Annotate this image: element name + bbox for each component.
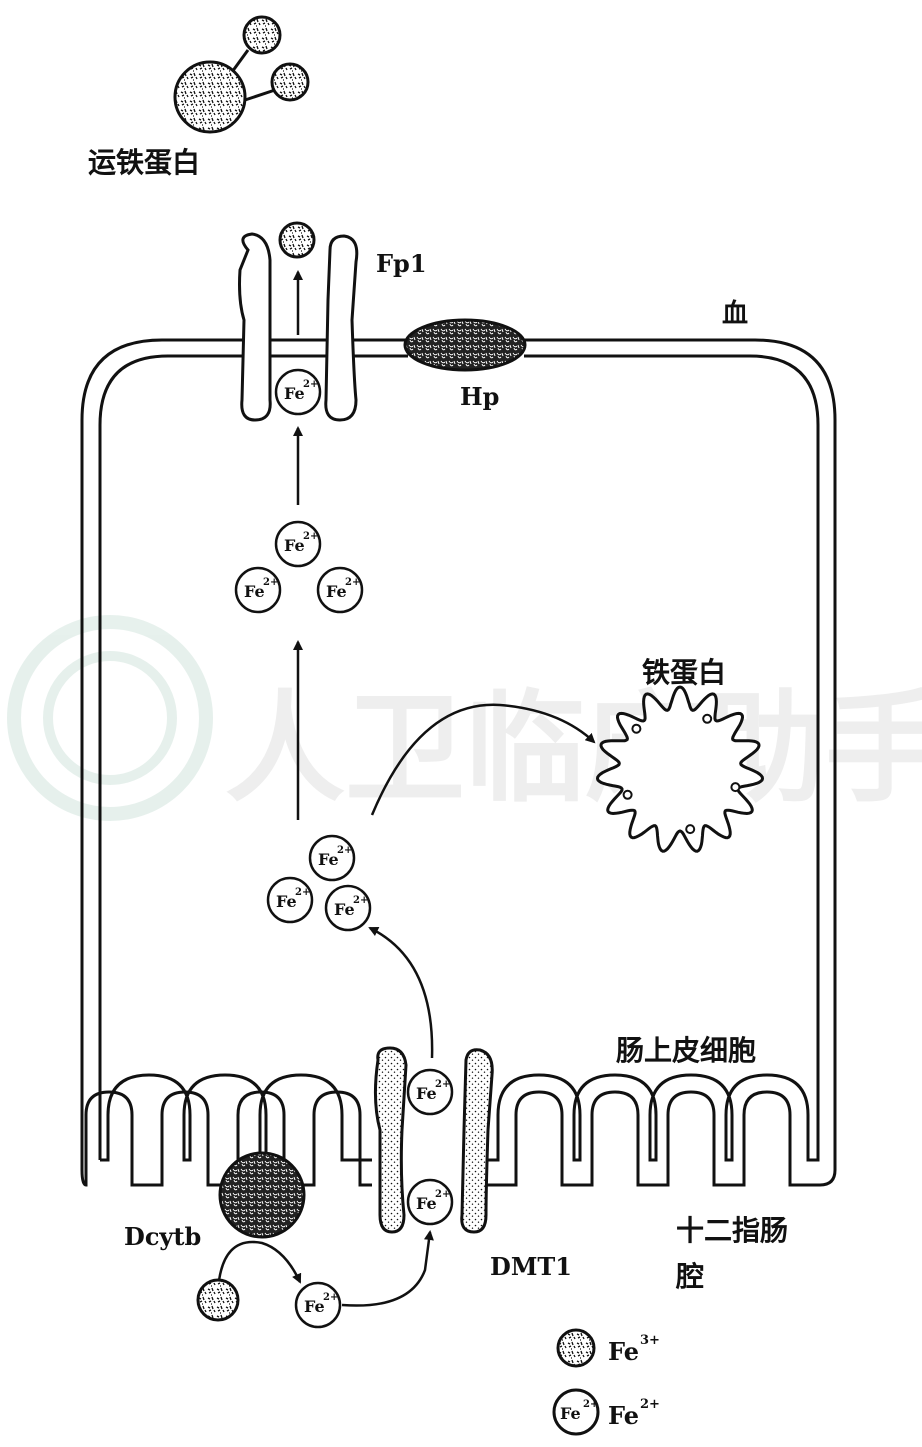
fe2-ion-charge: 2+ — [303, 379, 318, 390]
blood-label: 血 — [722, 299, 748, 329]
transferrin-label: 运铁蛋白 — [88, 146, 200, 179]
fe2-ion: Fe2+ — [406, 1068, 454, 1116]
dcytb-protein — [218, 1151, 306, 1239]
fe2-ion-symbol: Fe — [416, 1194, 437, 1213]
fe2-ion: Fe2+ — [266, 876, 314, 924]
flow-arrows — [216, 270, 596, 1307]
fe2-ion-charge: 2+ — [263, 577, 278, 588]
fe2-ion: Fe2+ — [316, 566, 364, 614]
fe2-ion-charge: 2+ — [323, 1292, 338, 1303]
fe2-ion-symbol: Fe — [276, 892, 297, 911]
fe2-ion-charge: 2+ — [353, 895, 368, 906]
fe2-ion: Fe2+ — [294, 1281, 342, 1329]
enterocyte-label: 肠上皮细胞 — [616, 1034, 756, 1067]
fe2-ion-charge: 2+ — [337, 845, 352, 856]
fe2-ion-symbol: Fe — [334, 900, 355, 919]
fe3-ion-lumen — [196, 1278, 240, 1322]
fe2-ion-symbol: Fe — [244, 582, 265, 601]
fe2-ion-symbol: Fe — [326, 582, 347, 601]
fe2-ion: Fe2+ — [234, 566, 282, 614]
hp-label: Hp — [460, 382, 499, 411]
legend-fe3-label: Fe — [608, 1337, 639, 1366]
cell-membrane — [80, 338, 837, 1187]
fe2-ions: Fe2+Fe2+Fe2+Fe2+Fe2+Fe2+Fe2+Fe2+Fe2+Fe2+ — [234, 368, 454, 1329]
fe2-ion-symbol: Fe — [416, 1084, 437, 1103]
fe3-ion-exported — [278, 221, 316, 259]
legend-fe3-symbol — [556, 1328, 596, 1368]
legend-fe2-charge: 2+ — [640, 1397, 660, 1412]
fp1-transporter — [238, 232, 359, 422]
ferritin-iron-site — [702, 713, 713, 724]
ferritin-iron-site — [622, 789, 633, 800]
hephaestin — [403, 318, 527, 372]
legend-fe2-symbol — [552, 1388, 600, 1436]
svg-text:人卫临床助手: 人卫临床助手 — [225, 680, 922, 819]
legend-fe2-symbol-charge: 2+ — [583, 1399, 598, 1410]
fe2-ion: Fe2+ — [308, 834, 356, 882]
dcytb-label: Dcytb — [124, 1222, 201, 1251]
transferrin-complex — [173, 15, 310, 134]
fe2-ion: Fe2+ — [274, 368, 322, 416]
dmt1-label: DMT1 — [490, 1252, 572, 1281]
legend-fe3-charge: 3+ — [640, 1333, 660, 1348]
fe2-ion-charge: 2+ — [303, 531, 318, 542]
fe2-ion-symbol: Fe — [304, 1297, 325, 1316]
fe2-ion-symbol: Fe — [284, 384, 305, 403]
ferritin-label: 铁蛋白 — [642, 656, 726, 689]
ferritin-iron-site — [631, 723, 642, 734]
fe2-ion-charge: 2+ — [435, 1189, 450, 1200]
fe2-ion-charge: 2+ — [295, 887, 310, 898]
fp1-label: Fp1 — [376, 249, 427, 278]
fe2-ion-symbol: Fe — [318, 850, 339, 869]
legend-fe2-symbol-text: Fe — [560, 1404, 581, 1423]
lumen-label-line2: 腔 — [675, 1260, 704, 1293]
dmt1-transporter — [373, 1046, 494, 1234]
fe2-ion-charge: 2+ — [435, 1079, 450, 1090]
lumen-label-line1: 十二指肠 — [676, 1214, 788, 1247]
fe2-ion-symbol: Fe — [284, 536, 305, 555]
ferritin-iron-site — [685, 824, 696, 835]
ferritin-shell — [595, 685, 765, 853]
legend: Fe 3+ Fe 2+ Fe 2+ — [552, 1328, 660, 1436]
fe2-ion-charge: 2+ — [345, 577, 360, 588]
fe2-ion: Fe2+ — [274, 520, 322, 568]
fe2-ion: Fe2+ — [324, 884, 372, 932]
fe2-ion: Fe2+ — [406, 1178, 454, 1226]
legend-fe2-label: Fe — [608, 1401, 639, 1430]
watermark: 人卫临床助手 — [7, 615, 922, 821]
ferritin-iron-site — [730, 782, 741, 793]
